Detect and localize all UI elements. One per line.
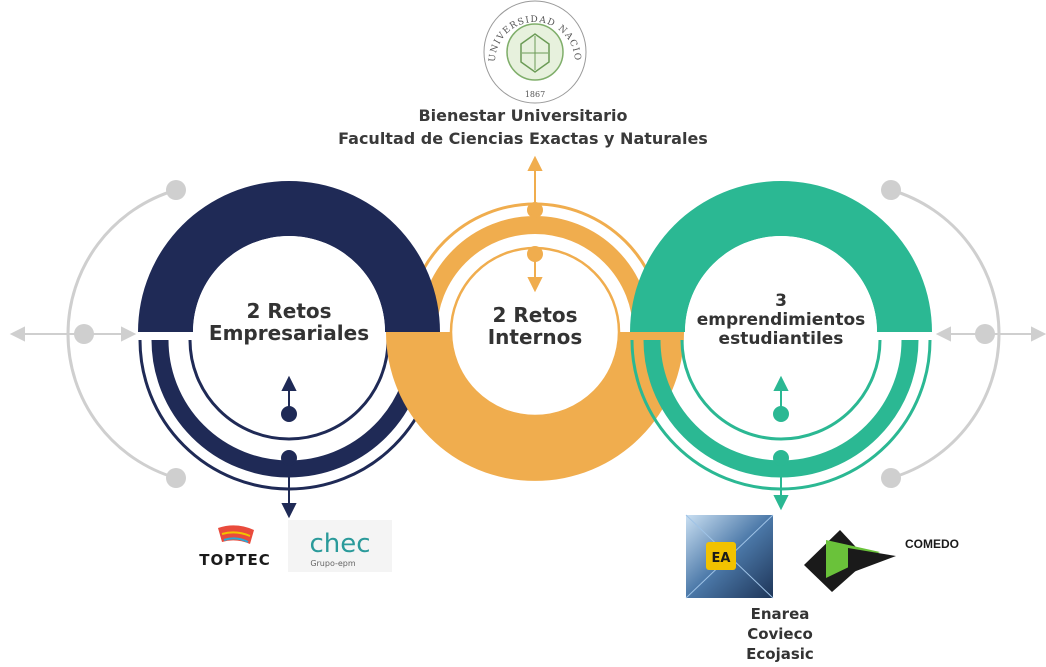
seal-arc-text: UNIVERSIDAD NACIONAL DE COLOMBIA <box>0 0 582 62</box>
header-line-1: Bienestar Universitario <box>418 106 628 125</box>
seal-year: 1867 <box>525 90 545 99</box>
right-ring-label-line3: estudiantiles <box>718 329 844 350</box>
ea-logo: EA <box>685 514 774 599</box>
left-horizontal-arrow <box>9 326 137 342</box>
chec-logo: chec Grupo-epm <box>288 520 392 572</box>
gray-node <box>881 180 901 200</box>
comedo-logo: COMEDO <box>790 520 965 598</box>
toptec-text: TOPTEC <box>199 551 270 569</box>
right-horizontal-arrow <box>935 326 1046 342</box>
venture-list: Enarea Covieco Ecojasic <box>700 604 860 664</box>
right-ring-label-line2: emprendimientos <box>696 310 866 331</box>
left-ring-label-line2: Empresariales <box>208 321 370 346</box>
center-ring-inner <box>451 248 619 416</box>
right-ring-label: 3 emprendimientos estudiantiles <box>671 291 891 350</box>
gray-node <box>881 468 901 488</box>
left-inner-arrow <box>281 375 297 422</box>
comedo-text: COMEDO <box>905 537 959 551</box>
gray-node <box>166 180 186 200</box>
venture-name: Ecojasic <box>746 645 814 663</box>
chec-text: chec <box>309 529 370 559</box>
center-down-arrow <box>527 246 543 293</box>
center-ring-label: 2 Retos Internos <box>445 304 625 349</box>
gray-node <box>166 468 186 488</box>
left-ring-label: 2 Retos Empresariales <box>189 300 389 345</box>
header-line-2: Facultad de Ciencias Exactas y Naturales <box>338 129 708 148</box>
left-ring-label-line1: 2 Retos <box>246 299 332 323</box>
center-ring-label-line2: Internos <box>487 325 583 350</box>
venture-name: Enarea <box>750 605 810 623</box>
right-ring-label-line1: 3 <box>775 291 787 311</box>
right-inner-arrow <box>773 375 789 422</box>
venture-name: Covieco <box>747 625 813 643</box>
toptec-logo: TOPTEC <box>190 522 280 572</box>
center-up-arrow <box>527 155 543 218</box>
university-seal: UNIVERSIDAD NACIONAL DE COLOMBIA 1867 <box>0 0 587 104</box>
right-outer-arrow <box>773 450 789 511</box>
ea-text: EA <box>712 551 731 566</box>
left-outer-arrow <box>281 450 297 519</box>
center-ring-lower-band <box>386 332 684 481</box>
center-ring-label-line1: 2 Retos <box>492 303 578 327</box>
chec-subtext: Grupo-epm <box>310 559 356 568</box>
